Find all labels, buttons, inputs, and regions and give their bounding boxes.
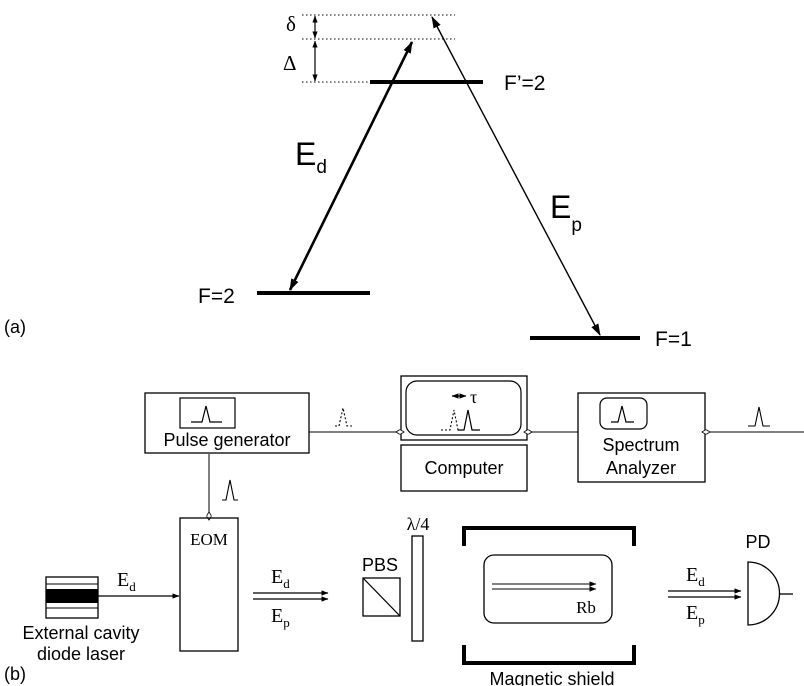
pulse-to-eom-icon bbox=[222, 479, 238, 501]
pbs-cube bbox=[362, 577, 401, 617]
beam-after-eom-label-upper: Ed bbox=[271, 566, 290, 591]
excited-level-label: F’=2 bbox=[504, 72, 545, 95]
panel-b-label: (b) bbox=[4, 664, 26, 684]
beam-before-pd-label-upper: Ed bbox=[686, 564, 705, 589]
rb-label: Rb bbox=[576, 598, 596, 617]
drive-field-label: Ed bbox=[295, 136, 327, 178]
panel-a-label: (a) bbox=[4, 317, 26, 337]
spectrum-analyzer-box bbox=[577, 392, 706, 483]
laser-beam-label: Ed bbox=[117, 569, 136, 594]
delta-big-label: Δ bbox=[283, 51, 297, 75]
ground-level-right-label: F=1 bbox=[655, 328, 692, 351]
delayed-pulse-dashed-icon bbox=[441, 409, 464, 431]
pulse-to-computer-dashed-icon bbox=[335, 407, 352, 427]
pulse-generator-display bbox=[179, 397, 236, 429]
laser-label-line2: diode laser bbox=[37, 644, 125, 664]
eom-box bbox=[179, 517, 239, 652]
rb-cell bbox=[483, 554, 613, 624]
computer-label: Computer bbox=[424, 458, 503, 478]
tau-label: τ bbox=[470, 387, 477, 407]
spectrum-peak-icon bbox=[611, 405, 634, 423]
probe-field-arrow bbox=[431, 16, 601, 336]
pbs-label: PBS bbox=[362, 555, 398, 575]
ground-level-left-label: F=2 bbox=[198, 285, 235, 308]
pd-label: PD bbox=[745, 532, 770, 552]
quarter-wave-plate bbox=[411, 535, 424, 642]
probe-field-label: Ep bbox=[550, 189, 582, 236]
panel-b: Pulse generator τ Computer Spectrum Anal… bbox=[4, 375, 804, 686]
magnetic-shield-label: Magnetic shield bbox=[489, 669, 614, 686]
beam-after-eom-label-lower: Ep bbox=[271, 605, 290, 630]
computer-box bbox=[400, 444, 528, 492]
panel-a: δ Δ F’=2 F=2 F=1 Ed Ep (a) bbox=[4, 12, 692, 351]
spectrum-analyzer-label-line2: Analyzer bbox=[606, 458, 676, 478]
spectrum-analyzer-display bbox=[599, 397, 648, 430]
quarter-wave-label: λ/4 bbox=[407, 514, 430, 534]
computer-monitor bbox=[400, 375, 528, 441]
magnetic-shield-top bbox=[462, 526, 636, 546]
delta-small-label: δ bbox=[286, 12, 296, 36]
pulse-generator-box bbox=[144, 392, 310, 454]
spectrum-analyzer-label-line1: Spectrum bbox=[602, 435, 679, 455]
pulse-shape-icon bbox=[191, 405, 222, 423]
delayed-pulse-solid-icon bbox=[458, 409, 480, 431]
beam-before-pd-label-lower: Ep bbox=[686, 602, 705, 627]
photodiode bbox=[747, 561, 781, 626]
drive-field-arrow bbox=[288, 41, 414, 291]
computer-screen bbox=[405, 380, 522, 436]
magnetic-shield-bottom bbox=[462, 645, 636, 665]
signal-pulse-icon bbox=[748, 406, 770, 427]
laser-diode-bar bbox=[46, 589, 98, 603]
pulse-generator-label: Pulse generator bbox=[163, 430, 290, 450]
pbs-diagonal bbox=[362, 577, 401, 617]
laser-label-line1: External cavity bbox=[22, 623, 139, 643]
eom-label: EOM bbox=[190, 530, 228, 549]
